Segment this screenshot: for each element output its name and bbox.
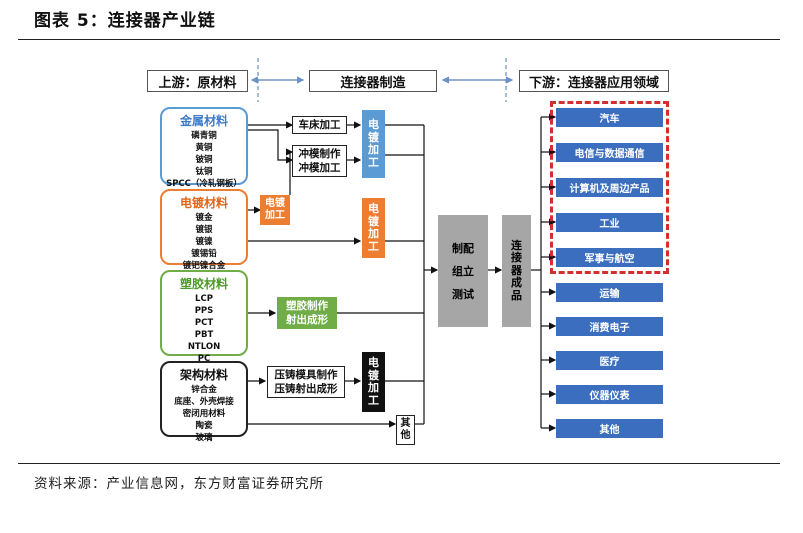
- process-text: 电镀加工: [265, 198, 285, 221]
- material-item: 锌合金: [191, 385, 217, 395]
- assembly-step: 制配: [452, 241, 474, 255]
- bottom-rule: [18, 463, 780, 464]
- material-item: 磷青铜: [191, 131, 217, 141]
- material-item: 密闭用材料: [182, 409, 226, 419]
- material-item: 镀银: [195, 225, 213, 235]
- application-item: 计算机及周边产品: [556, 178, 663, 197]
- material-item: 钛铜: [195, 167, 213, 177]
- application-item: 仪器仪表: [556, 385, 663, 404]
- assembly-step: 测试: [452, 287, 474, 301]
- material-metal: 金属材料 磷青铜 黄铜 铍铜 钛铜 SPCC（冷轧钢板）: [160, 107, 248, 189]
- material-item: NTLON: [187, 342, 221, 352]
- application-item: 电信与数据通信: [556, 143, 663, 162]
- process-line: 冲模制作: [298, 148, 341, 160]
- material-item: PBT: [194, 330, 214, 340]
- material-item: 镀镍: [195, 237, 213, 247]
- material-plating: 电镀材料 镀金 镀银 镀镍 镀锡铅 镀钯镍合金: [160, 189, 248, 271]
- process-line: 塑胶制作: [286, 300, 328, 312]
- stage-downstream: 下游：连接器应用领域: [519, 70, 669, 92]
- application-item: 消费电子: [556, 317, 663, 336]
- process-plating-black: 电镀加工: [362, 352, 385, 412]
- process-diecast: 压铸模具制作 压铸射出成形: [267, 366, 345, 398]
- application-item: 运输: [556, 283, 663, 302]
- material-title: 电镀材料: [179, 196, 228, 210]
- key-applications-highlight: [550, 101, 669, 274]
- process-text: 电镀加工: [368, 202, 379, 253]
- material-item: 镀钯镍合金: [182, 261, 226, 271]
- material-item: 铍铜: [195, 155, 213, 165]
- material-item: PC: [197, 354, 211, 364]
- process-text: 电镀加工: [368, 356, 379, 407]
- stage-midstream: 连接器制造: [309, 70, 437, 92]
- process-line: 压铸射出成形: [274, 383, 338, 395]
- process-plating-metal: 电镀加工: [362, 110, 385, 178]
- application-item: 医疗: [556, 351, 663, 370]
- material-plastic: 塑胶材料 LCP PPS PCT PBT NTLON PC: [160, 270, 248, 364]
- process-plating-small: 电镀加工: [260, 195, 290, 225]
- material-item: 黄铜: [195, 143, 213, 153]
- material-item: 底座、外壳焊接: [174, 397, 234, 407]
- material-item: 玻璃: [195, 433, 213, 443]
- material-title: 金属材料: [179, 114, 228, 128]
- material-item: PCT: [194, 318, 214, 328]
- product-text: 连接器成品: [511, 238, 522, 302]
- stage-upstream: 上游：原材料: [147, 70, 248, 92]
- assembly-box: 制配 组立 测试: [438, 215, 488, 327]
- application-item: 汽车: [556, 108, 663, 127]
- material-item: 陶瓷: [195, 421, 213, 431]
- process-text: 电镀加工: [368, 118, 379, 169]
- material-item: SPCC（冷轧钢板）: [166, 179, 242, 189]
- application-item: 军事与航空: [556, 248, 663, 267]
- application-item: 工业: [556, 213, 663, 232]
- process-injection: 塑胶制作 射出成形: [277, 297, 337, 329]
- material-item: 镀锡铅: [191, 249, 217, 259]
- material-item: 镀金: [195, 213, 213, 223]
- material-title: 架构材料: [179, 368, 228, 382]
- process-lathe: 车床加工: [292, 116, 347, 134]
- material-item: PPS: [194, 306, 214, 316]
- process-line: 冲模加工: [298, 162, 341, 174]
- material-title: 塑胶材料: [179, 277, 228, 291]
- assembly-step: 组立: [452, 264, 474, 278]
- product-box: 连接器成品: [502, 215, 531, 327]
- source-note: 资料来源：产业信息网，东方财富证券研究所: [34, 476, 324, 492]
- process-plating-mid: 电镀加工: [362, 198, 385, 258]
- process-line: 射出成形: [286, 314, 328, 326]
- process-stamping: 冲模制作 冲模加工: [292, 145, 347, 177]
- application-item: 其他: [556, 419, 663, 438]
- process-other: 其他: [396, 415, 415, 445]
- material-frame: 架构材料 锌合金 底座、外壳焊接 密闭用材料 陶瓷 玻璃: [160, 361, 248, 443]
- top-rule: [18, 39, 780, 40]
- process-text: 其他: [400, 417, 411, 442]
- material-item: LCP: [195, 294, 213, 304]
- figure-title: 图表 5：连接器产业链: [34, 11, 216, 31]
- process-line: 压铸模具制作: [274, 369, 338, 381]
